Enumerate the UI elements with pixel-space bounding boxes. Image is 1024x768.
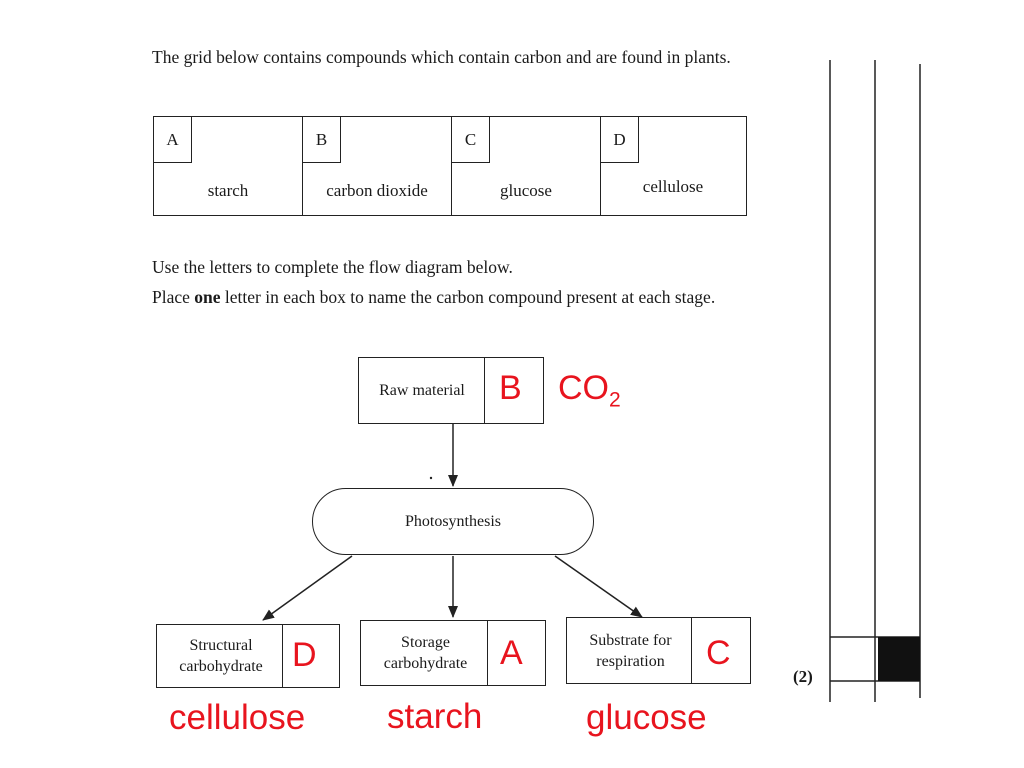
formula-subscript: 2 (609, 388, 621, 412)
grid-compound: glucose (500, 181, 552, 200)
label-text: Structural carbohydrate (179, 635, 263, 677)
grid-cell-a: A starch (154, 117, 302, 215)
substrate-label: Substrate for respiration (567, 618, 694, 683)
arrow-to-structural (262, 555, 353, 621)
marks-label: (2) (793, 667, 813, 686)
label-line: Substrate for (589, 631, 672, 649)
label-line: carbohydrate (383, 655, 468, 672)
formula-main: CO (558, 369, 609, 407)
label-text: Storage carbohydrate (384, 632, 468, 674)
instruction-line-2: Place one letter in each box to name the… (152, 285, 748, 309)
instruction-text: Place (152, 287, 195, 307)
storage-label: Storage carbohydrate (361, 621, 490, 685)
structural-box: Structural carbohydrate (156, 624, 340, 688)
grid-cell-c: C glucose (451, 117, 600, 215)
instruction-text: letter in each box to name the carbon co… (220, 287, 716, 307)
grid-letter: A (154, 117, 192, 163)
grid-cell-d: D cellulose (600, 117, 745, 215)
label-line: carbohydrate (179, 658, 263, 675)
grid-letter: D (601, 117, 639, 163)
structural-label: Structural carbohydrate (157, 625, 285, 687)
photosynthesis-node: Photosynthesis (312, 488, 594, 555)
raw-material-note: CO2 (558, 369, 621, 412)
storage-answer-box[interactable] (487, 621, 545, 685)
instruction-emphasis: one (194, 287, 221, 307)
raw-material-answer-box[interactable] (484, 358, 543, 423)
mark-box-filled (878, 637, 920, 681)
instruction-line-1: Use the letters to complete the flow dia… (152, 257, 513, 277)
grid-cell-b: B carbon dioxide (302, 117, 451, 215)
grid-compound: carbon dioxide (326, 181, 428, 200)
storage-name: starch (387, 697, 483, 736)
label-line: respiration (596, 652, 665, 670)
grid-compound: starch (207, 181, 249, 200)
substrate-box: Substrate for respiration (566, 617, 751, 684)
grid-compound: cellulose (642, 177, 704, 196)
raw-material-label: Raw material (379, 382, 465, 399)
arrow-to-substrate (554, 555, 643, 618)
grid-letter: C (452, 117, 490, 163)
label-line: Structural (189, 637, 253, 654)
structural-answer-box[interactable] (282, 625, 339, 687)
raw-material-answer: B (499, 369, 522, 407)
structural-answer: D (292, 636, 317, 674)
raw-material-box: Raw material (358, 357, 544, 424)
substrate-answer: C (706, 634, 731, 672)
label-line: Storage (401, 634, 450, 651)
substrate-name: glucose (586, 698, 707, 737)
structural-name: cellulose (169, 698, 306, 737)
storage-answer: A (500, 634, 523, 672)
storage-box: Storage carbohydrate (360, 620, 546, 686)
grid-letter: B (303, 117, 341, 163)
substrate-answer-box[interactable] (691, 618, 750, 683)
intro-text: The grid below contains compounds which … (152, 47, 731, 67)
label-text: Substrate for respiration (589, 630, 671, 672)
compound-grid: A starch B carbon dioxide C glucose D ce… (153, 116, 747, 216)
